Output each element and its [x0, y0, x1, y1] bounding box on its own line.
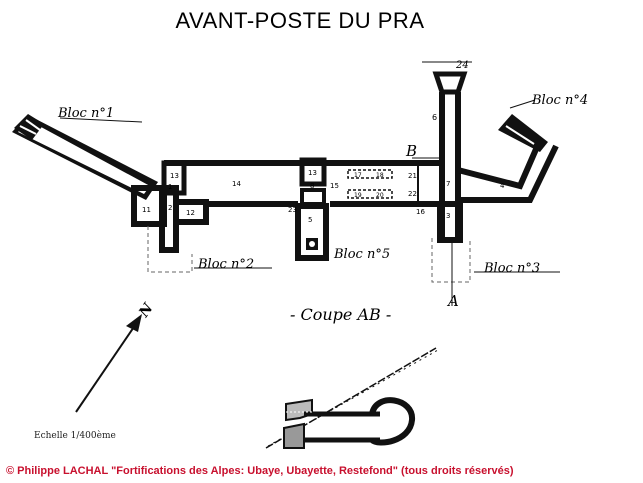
- room-1: 1: [168, 183, 172, 191]
- page-title: AVANT-POSTE DU PRA: [175, 8, 425, 33]
- room-14: 14: [232, 180, 241, 188]
- room-7: 7: [446, 180, 450, 188]
- room-23: 23: [288, 206, 297, 214]
- scale-label: Echelle 1/400ème: [34, 431, 116, 441]
- section-title: - Coupe AB -: [290, 305, 391, 324]
- room-11: 11: [142, 206, 151, 214]
- room-13a: 13: [170, 172, 179, 180]
- bloc-5-chamber: [295, 203, 329, 261]
- north-arrow: N: [75, 300, 157, 413]
- copyright-notice: © Philippe LACHAL "Fortifications des Al…: [6, 465, 514, 477]
- room-24: 24: [455, 60, 469, 71]
- label-bloc-4: Bloc n°4: [531, 93, 588, 108]
- section-marker-b: B: [405, 142, 417, 160]
- right-complex: [412, 71, 559, 283]
- label-bloc-2: Bloc n°2: [197, 257, 254, 272]
- room-2: 2: [168, 204, 172, 212]
- label-bloc-3: Bloc n°3: [483, 261, 540, 276]
- cross-section-ab: [265, 347, 439, 449]
- room-3: 3: [446, 212, 450, 220]
- room-4: 4: [500, 182, 505, 190]
- bloc-4-leader: [509, 99, 536, 109]
- room-8: 8: [310, 182, 314, 190]
- room-5: 5: [308, 216, 312, 224]
- room-22: 22: [408, 190, 417, 198]
- room-20: 20: [376, 192, 384, 199]
- bloc-1-leader: [59, 117, 143, 123]
- room-17: 17: [354, 172, 362, 179]
- bloc-2-chambers: [131, 185, 209, 273]
- room-21: 21: [408, 172, 417, 180]
- label-bloc-5: Bloc n°5: [333, 247, 390, 262]
- room-12: 12: [186, 209, 195, 217]
- section-marker-a: A: [446, 292, 459, 310]
- room-15: 15: [330, 182, 339, 190]
- room-6: 6: [432, 113, 437, 122]
- room-13b: 13: [308, 169, 317, 177]
- label-bloc-1: Bloc n°1: [57, 106, 114, 121]
- room-19: 19: [354, 192, 362, 199]
- room-18: 18: [376, 172, 384, 179]
- room-16: 16: [416, 208, 425, 216]
- main-gallery: [161, 157, 440, 207]
- bloc-1-arm: [12, 114, 158, 200]
